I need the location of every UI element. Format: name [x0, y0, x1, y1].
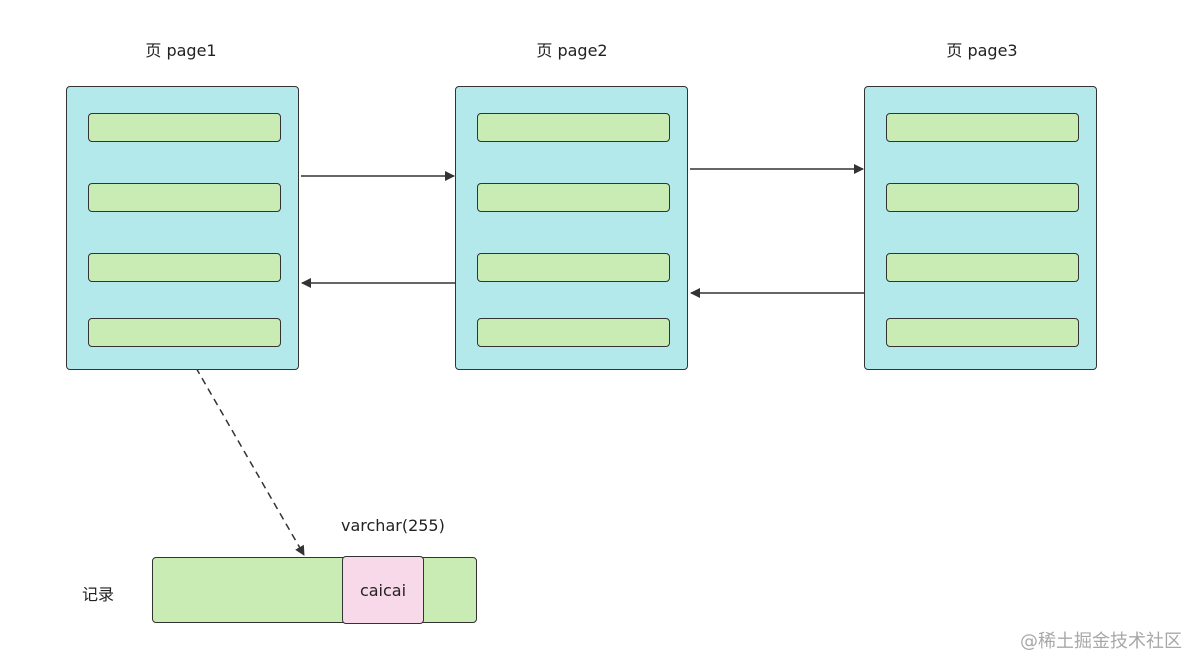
page1-row-1 — [88, 113, 281, 142]
page1-row-3 — [88, 253, 281, 282]
page3-row-1 — [886, 113, 1079, 142]
page2-row-4 — [477, 318, 670, 347]
page3-row-4 — [886, 318, 1079, 347]
watermark: @稀土掘金技术社区 — [1020, 631, 1182, 652]
page1-row-4 — [88, 318, 281, 347]
page1-title: 页 page1 — [145, 41, 217, 60]
page3-row-2 — [886, 183, 1079, 212]
page3-row-3 — [886, 253, 1079, 282]
page2-title: 页 page2 — [536, 41, 608, 60]
field-type-label: varchar(255) — [341, 516, 445, 535]
page2-row-3 — [477, 253, 670, 282]
page3-box — [864, 86, 1097, 370]
page3-title: 页 page3 — [946, 41, 1018, 60]
page1-box — [66, 86, 299, 370]
page2-row-1 — [477, 113, 670, 142]
page1-row-2 — [88, 183, 281, 212]
page2-row-2 — [477, 183, 670, 212]
varchar-field-cell: caicai — [342, 556, 424, 624]
page2-box — [455, 86, 688, 370]
field-value: caicai — [359, 580, 407, 600]
record-label: 记录 — [82, 585, 115, 604]
record-bar — [152, 557, 477, 623]
row-to-record-dashed-arrow — [183, 346, 305, 556]
